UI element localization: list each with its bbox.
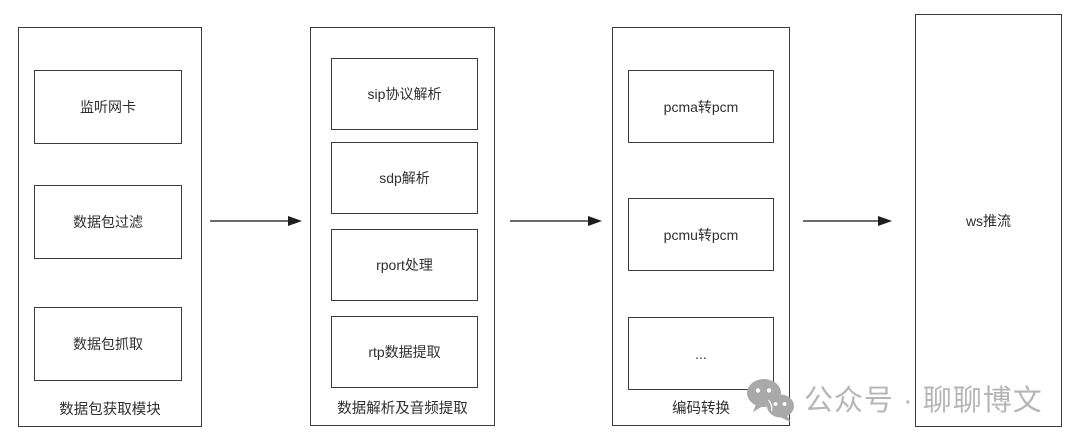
step-label: ... xyxy=(695,345,707,362)
module-title: ws推流 xyxy=(965,212,1012,229)
step-packet-filter: 数据包过滤 xyxy=(34,185,182,259)
step-packet-capture: 数据包抓取 xyxy=(34,307,182,381)
step-rport-handle: rport处理 xyxy=(331,229,478,301)
step-label: sdp解析 xyxy=(379,170,430,186)
module-title: 数据包获取模块 xyxy=(59,402,161,418)
module-ws-push: ws推流 xyxy=(915,14,1062,427)
step-pcmu-to-pcm: pcmu转pcm xyxy=(628,198,774,271)
flow-arrow-1 xyxy=(210,216,302,226)
step-ellipsis: ... xyxy=(628,317,774,390)
module-title: 编码转换 xyxy=(672,401,730,417)
step-label: 数据包抓取 xyxy=(73,336,143,352)
step-pcma-to-pcm: pcma转pcm xyxy=(628,70,774,143)
step-listen-nic: 监听网卡 xyxy=(34,70,182,144)
flow-arrow-3 xyxy=(803,216,892,226)
step-label: 监听网卡 xyxy=(80,99,136,115)
step-sdp-parse: sdp解析 xyxy=(331,142,478,214)
step-label: rtp数据提取 xyxy=(368,344,441,360)
step-label: pcmu转pcm xyxy=(663,226,739,243)
step-label: rport处理 xyxy=(376,257,433,273)
step-label: 数据包过滤 xyxy=(73,214,143,230)
step-rtp-extract: rtp数据提取 xyxy=(331,316,478,388)
step-label: sip协议解析 xyxy=(367,86,442,102)
module-title: 数据解析及音频提取 xyxy=(337,401,468,417)
step-sip-parse: sip协议解析 xyxy=(331,58,478,130)
module-parse-extract: sip协议解析 sdp解析 rport处理 rtp数据提取 数据解析及音频提取 xyxy=(310,27,495,426)
step-label: pcma转pcm xyxy=(663,98,739,115)
flow-arrow-2 xyxy=(510,216,602,226)
module-codec-convert: pcma转pcm pcmu转pcm ... 编码转换 xyxy=(612,27,790,426)
module-packet-acquisition: 监听网卡 数据包过滤 数据包抓取 数据包获取模块 xyxy=(18,27,202,427)
